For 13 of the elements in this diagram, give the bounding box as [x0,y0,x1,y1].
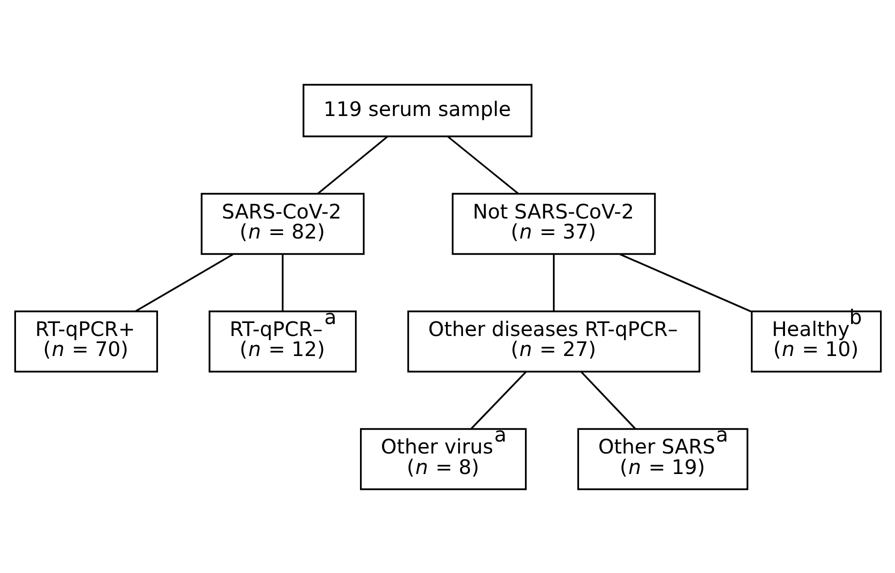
node-box: 119 serum sample [302,83,532,137]
connector [619,253,752,312]
connector [316,135,388,194]
node-box: Not SARS-CoV-2 (n = 37) [451,192,656,254]
connector [134,253,234,312]
connector [552,254,554,311]
connector [470,370,526,429]
node-box: RT-qPCR+ (n = 70) [14,310,158,372]
node-box: Other diseases RT-qPCR– (n = 27) [406,310,700,372]
connector [580,370,636,429]
connector [446,135,518,194]
node-box: SARS-CoV-2 (n = 82) [200,192,364,254]
connector [281,254,284,311]
